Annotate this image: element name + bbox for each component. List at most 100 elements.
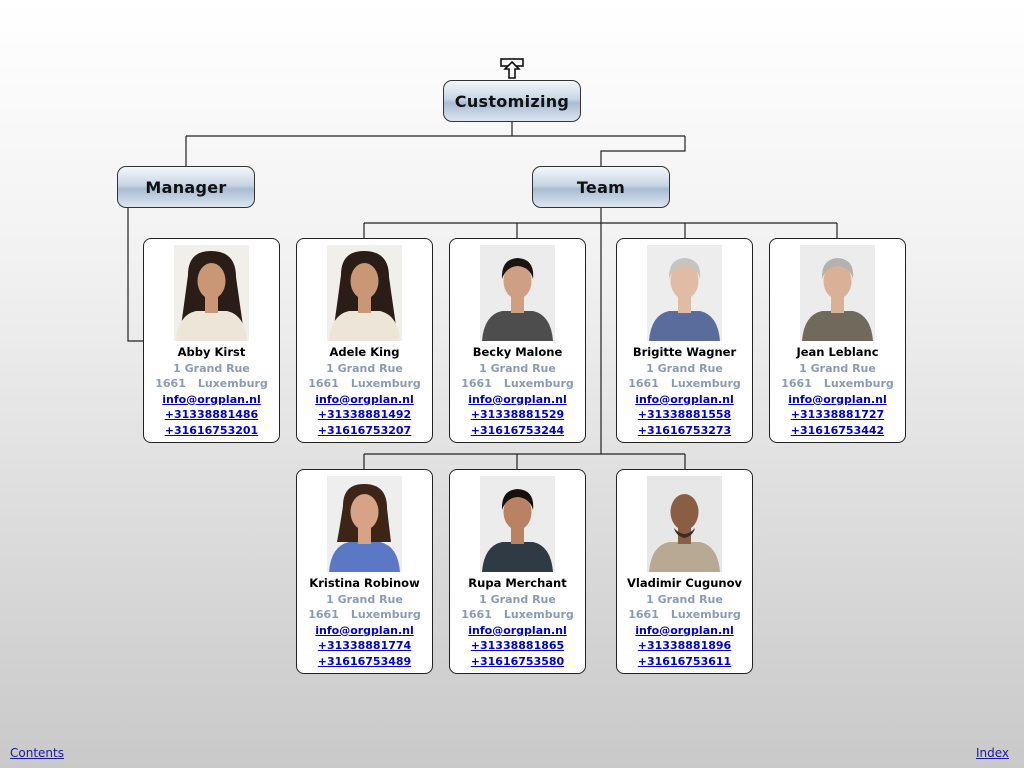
person-city-line: 1661 Luxemburg <box>770 376 905 392</box>
person-email-link[interactable]: info@orgplan.nl <box>468 392 567 406</box>
person-photo <box>647 245 722 341</box>
person-mobile-link[interactable]: +31616753442 <box>790 423 885 437</box>
person-phone-link[interactable]: +31338881486 <box>164 408 259 422</box>
unit-manager-label: Manager <box>145 177 227 197</box>
person-city: Luxemburg <box>823 377 894 391</box>
person-name: Kristina Robinow <box>309 576 420 590</box>
person-city: Luxemburg <box>350 608 421 622</box>
person-city-line: 1661 Luxemburg <box>297 607 432 623</box>
person-phone-link[interactable]: +31338881774 <box>317 639 412 653</box>
person-photo-icon <box>480 476 555 572</box>
contents-link[interactable]: Contents <box>10 746 64 760</box>
person-zip: 1661 <box>155 377 186 391</box>
person-email-link[interactable]: info@orgplan.nl <box>162 392 261 406</box>
person-city: Luxemburg <box>197 377 268 391</box>
person-photo-icon <box>647 245 722 341</box>
person-photo-icon <box>327 476 402 572</box>
person-city: Luxemburg <box>503 608 574 622</box>
person-name: Abby Kirst <box>177 345 246 359</box>
person-phone-link[interactable]: +31338881558 <box>637 408 732 422</box>
person-mobile-link[interactable]: +31616753580 <box>470 654 565 668</box>
person-phone-link[interactable]: +31338881865 <box>470 639 565 653</box>
person-street: 1 Grand Rue <box>173 361 250 375</box>
person-name: Brigitte Wagner <box>632 345 737 359</box>
person-photo <box>327 476 402 572</box>
person-card[interactable]: Kristina Robinow 1 Grand Rue 1661 Luxemburg… <box>296 469 433 674</box>
person-email-link[interactable]: info@orgplan.nl <box>315 623 414 637</box>
person-phone-link[interactable]: +31338881727 <box>790 408 885 422</box>
person-street: 1 Grand Rue <box>326 592 403 606</box>
person-email-link[interactable]: info@orgplan.nl <box>315 392 414 406</box>
person-email-link[interactable]: info@orgplan.nl <box>635 623 734 637</box>
person-name: Vladimir Cugunov <box>626 576 742 590</box>
person-city-line: 1661 Luxemburg <box>144 376 279 392</box>
person-name: Becky Malone <box>472 345 563 359</box>
person-photo-icon <box>174 245 249 341</box>
person-info: Kristina Robinow 1 Grand Rue 1661 Luxemburg… <box>297 576 432 670</box>
person-city-line: 1661 Luxemburg <box>297 376 432 392</box>
person-zip: 1661 <box>308 608 339 622</box>
root-unit-label: Customizing <box>454 91 570 111</box>
person-zip: 1661 <box>461 377 492 391</box>
unit-team[interactable]: Team <box>532 166 670 208</box>
person-photo-icon <box>480 245 555 341</box>
person-mobile-link[interactable]: +31616753201 <box>164 423 259 437</box>
person-phone-link[interactable]: +31338881529 <box>470 408 565 422</box>
person-city-line: 1661 Luxemburg <box>450 607 585 623</box>
person-name: Jean Leblanc <box>796 345 879 359</box>
unit-team-label: Team <box>576 177 626 197</box>
person-city-line: 1661 Luxemburg <box>617 376 752 392</box>
person-street: 1 Grand Rue <box>646 592 723 606</box>
person-photo <box>480 245 555 341</box>
person-phone-link[interactable]: +31338881896 <box>637 639 732 653</box>
person-street: 1 Grand Rue <box>799 361 876 375</box>
person-photo-icon <box>647 476 722 572</box>
unit-manager[interactable]: Manager <box>117 166 255 208</box>
person-city: Luxemburg <box>670 377 741 391</box>
person-street: 1 Grand Rue <box>479 361 556 375</box>
person-phone-link[interactable]: +31338881492 <box>317 408 412 422</box>
person-mobile-link[interactable]: +31616753489 <box>317 654 412 668</box>
person-street: 1 Grand Rue <box>479 592 556 606</box>
person-street: 1 Grand Rue <box>646 361 723 375</box>
person-name: Rupa Merchant <box>468 576 567 590</box>
person-mobile-link[interactable]: +31616753611 <box>637 654 732 668</box>
person-zip: 1661 <box>781 377 812 391</box>
person-mobile-link[interactable]: +31616753207 <box>317 423 412 437</box>
person-zip: 1661 <box>461 608 492 622</box>
person-zip: 1661 <box>308 377 339 391</box>
index-link[interactable]: Index <box>975 746 1009 760</box>
person-email-link[interactable]: info@orgplan.nl <box>635 392 734 406</box>
person-zip: 1661 <box>628 377 659 391</box>
person-photo <box>480 476 555 572</box>
person-street: 1 Grand Rue <box>326 361 403 375</box>
person-email-link[interactable]: info@orgplan.nl <box>788 392 887 406</box>
person-photo <box>174 245 249 341</box>
person-email-link[interactable]: info@orgplan.nl <box>468 623 567 637</box>
person-mobile-link[interactable]: +31616753273 <box>637 423 732 437</box>
person-city: Luxemburg <box>503 377 574 391</box>
person-name: Adele King <box>329 345 400 359</box>
root-unit-customizing[interactable]: Customizing <box>443 80 581 122</box>
person-mobile-link[interactable]: +31616753244 <box>470 423 565 437</box>
person-photo <box>800 245 875 341</box>
person-zip: 1661 <box>628 608 659 622</box>
up-arrow-icon[interactable] <box>500 57 524 81</box>
person-city: Luxemburg <box>350 377 421 391</box>
person-photo <box>327 245 402 341</box>
